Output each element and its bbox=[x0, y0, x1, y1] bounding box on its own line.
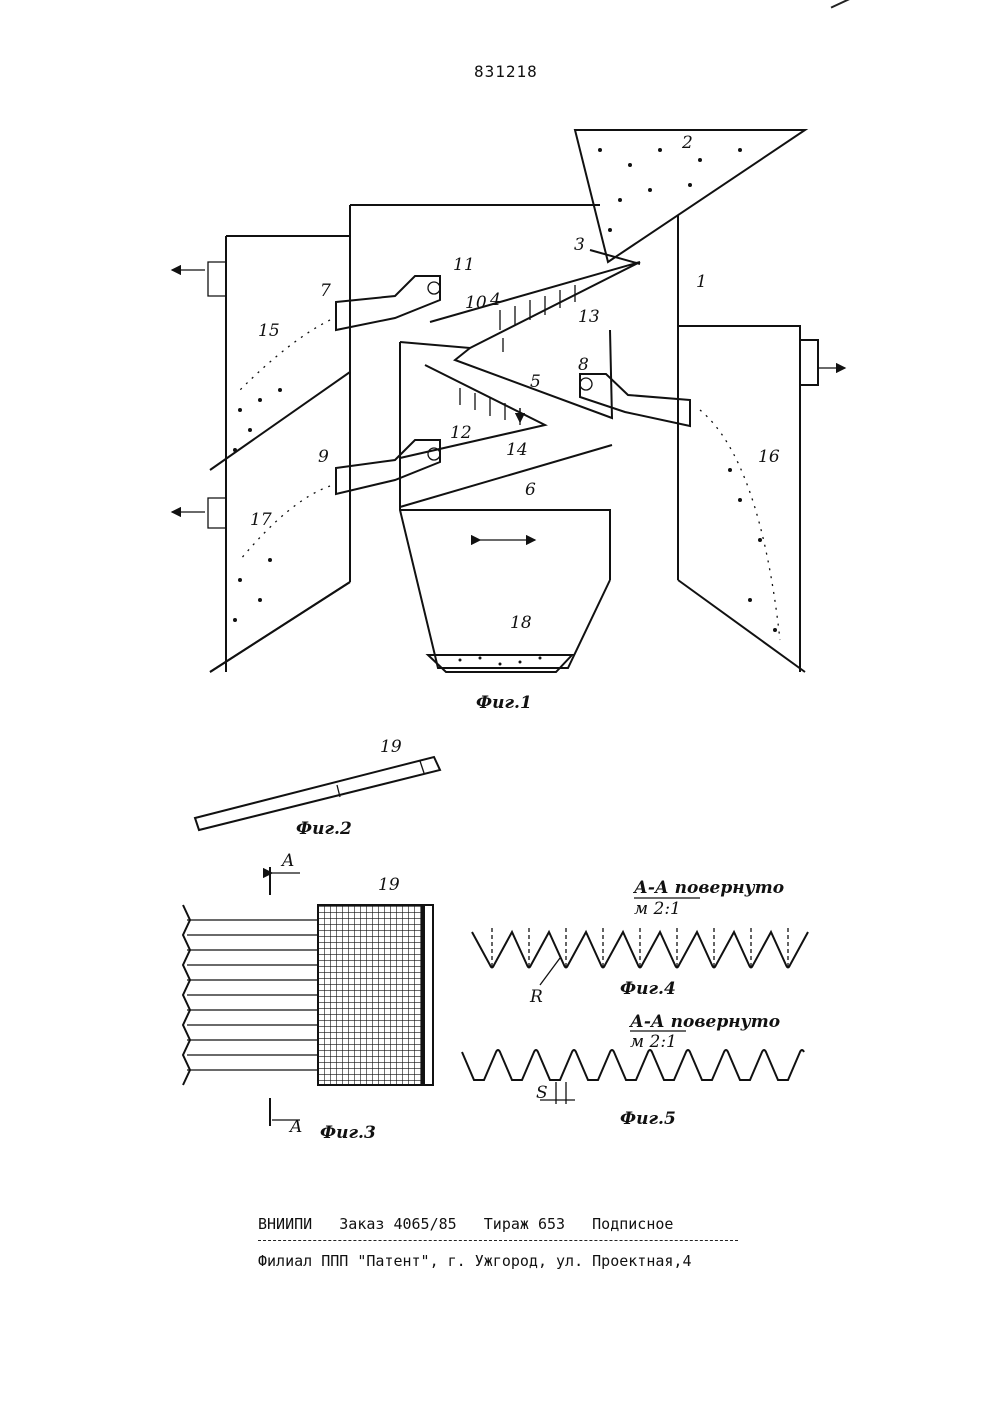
label-5: 5 bbox=[530, 372, 541, 392]
label-10: 10 bbox=[465, 293, 487, 313]
section-marker-bottom: A bbox=[288, 1117, 302, 1137]
fig5-caption: Фиг.5 bbox=[620, 1109, 676, 1129]
label-4: 4 bbox=[489, 290, 501, 310]
radius-label: R bbox=[529, 987, 543, 1007]
label-15: 15 bbox=[258, 321, 280, 341]
label-2: 2 bbox=[681, 133, 693, 153]
fig1-caption: Фиг.1 bbox=[476, 693, 532, 713]
label-12: 12 bbox=[450, 423, 472, 443]
label-11: 11 bbox=[453, 255, 475, 275]
label-13: 13 bbox=[578, 307, 600, 327]
label-16: 16 bbox=[758, 447, 780, 467]
footer-divider bbox=[258, 1240, 738, 1241]
fig5-section: А-А повернуто м 2:1 S Фиг.5 bbox=[462, 1012, 804, 1129]
footer-publisher-line: ВНИИПИ Заказ 4065/85 Тираж 653 Подписное bbox=[258, 1215, 673, 1233]
section-marker-top: A bbox=[280, 851, 294, 871]
label-19-fig2: 19 bbox=[380, 737, 402, 757]
label-8: 8 bbox=[578, 355, 589, 375]
fig3-caption: Фиг.3 bbox=[320, 1123, 376, 1143]
fig1-separator-drawing: 2 3 1 7 11 10 4 13 15 8 5 12 9 14 6 16 1… bbox=[172, 130, 845, 713]
label-3: 3 bbox=[574, 235, 585, 255]
fig4-caption: Фиг.4 bbox=[620, 979, 676, 999]
fig3-plan-view: A A 19 Фиг.3 bbox=[183, 851, 433, 1143]
fig5-title: А-А повернуто bbox=[628, 1012, 780, 1032]
label-14: 14 bbox=[506, 440, 528, 460]
fig2-screen-plate: 19 Фиг.2 bbox=[195, 737, 440, 839]
fig5-scale: м 2:1 bbox=[630, 1032, 677, 1052]
label-18: 18 bbox=[510, 613, 532, 633]
label-9: 9 bbox=[318, 447, 329, 467]
label-6: 6 bbox=[525, 480, 536, 500]
label-17: 17 bbox=[250, 510, 272, 530]
gap-label: S bbox=[536, 1083, 548, 1103]
label-19-fig3: 19 bbox=[378, 875, 400, 895]
footer-address-line: Филиал ППП "Патент", г. Ужгород, ул. Про… bbox=[258, 1252, 691, 1270]
fig4-scale: м 2:1 bbox=[634, 899, 681, 919]
fig4-title: А-А повернуто bbox=[632, 878, 784, 898]
label-7: 7 bbox=[320, 281, 331, 301]
fig2-caption: Фиг.2 bbox=[296, 819, 352, 839]
label-1: 1 bbox=[696, 272, 707, 292]
fig4-section: А-А повернуто м 2:1 R Фиг.4 bbox=[472, 878, 808, 1007]
